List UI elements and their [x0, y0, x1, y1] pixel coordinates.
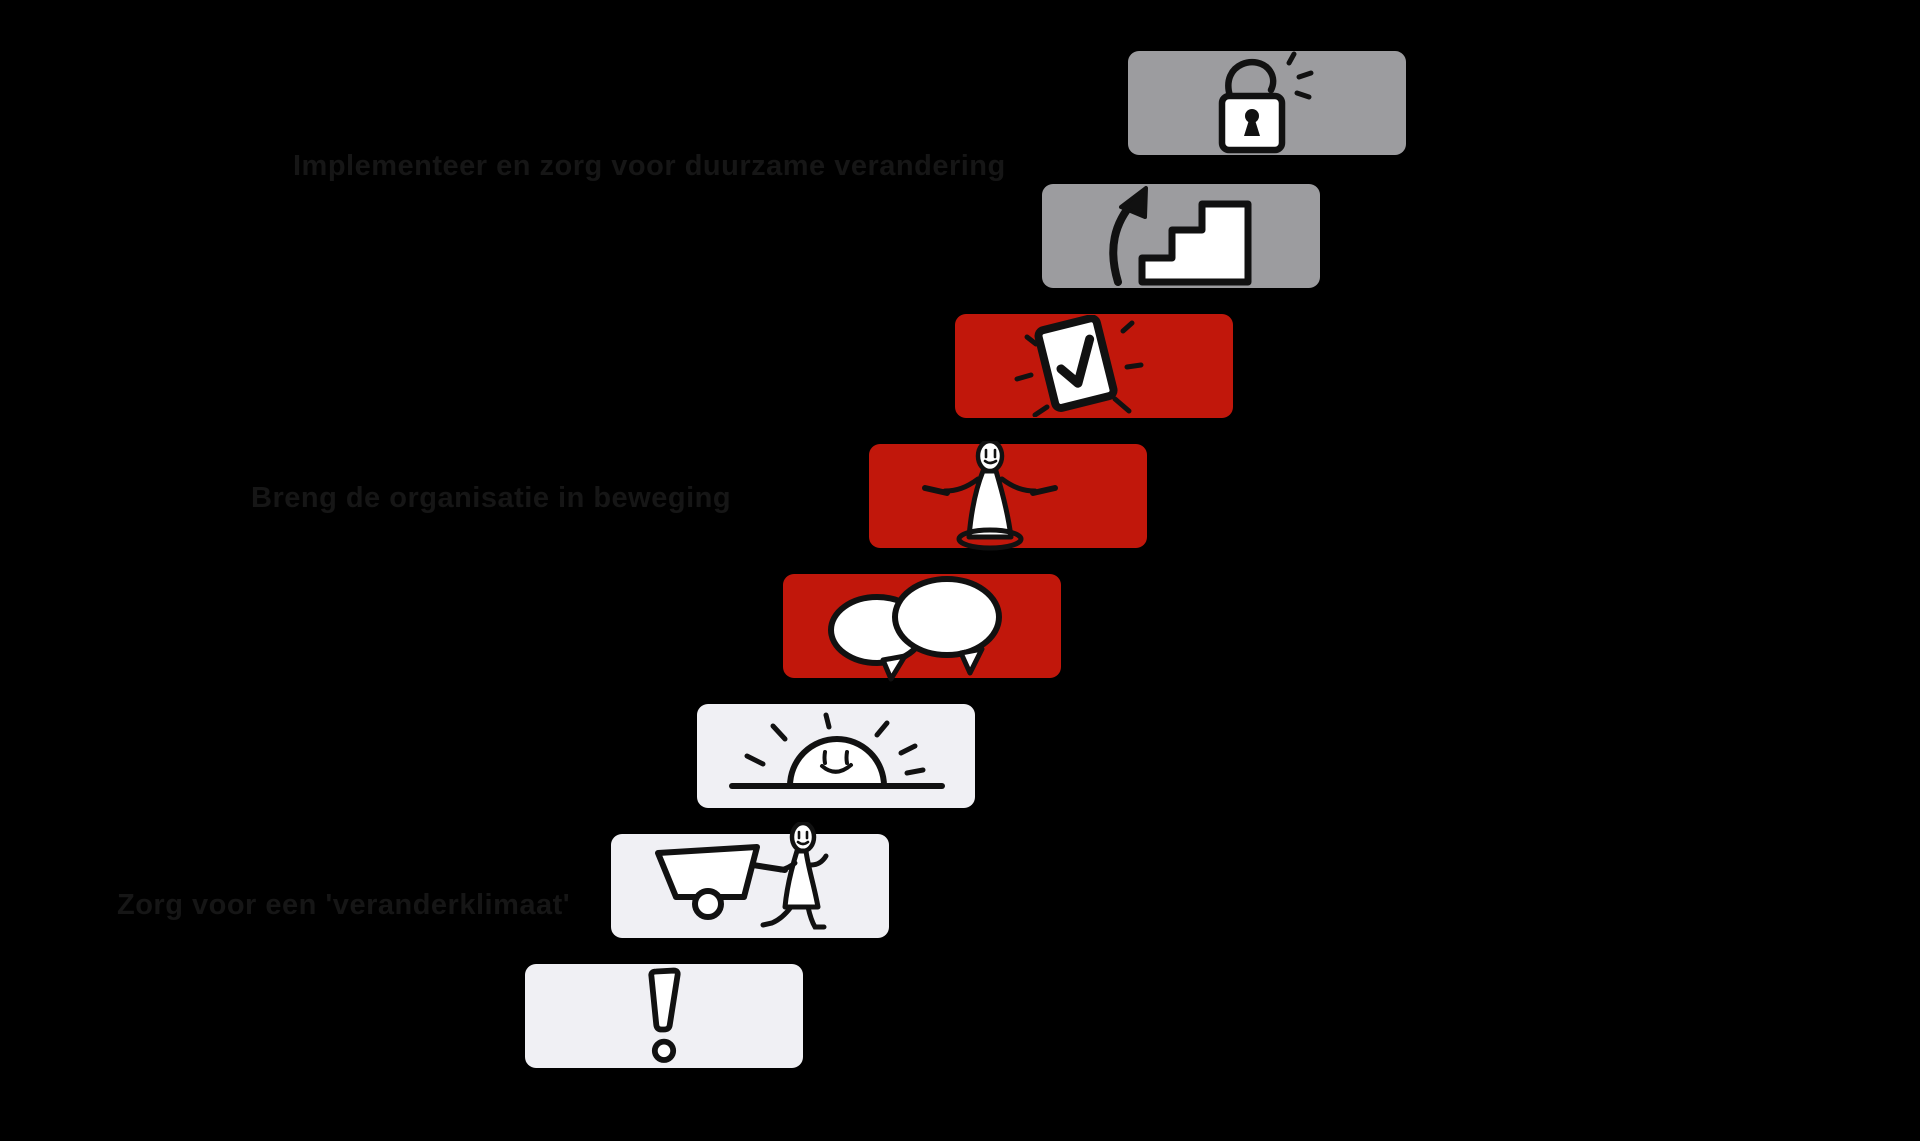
- person-pushing-cart-icon: [655, 822, 829, 930]
- step-2-team: [611, 822, 889, 938]
- stairs-up-arrow-icon: [1109, 186, 1252, 286]
- group-label-climate: Zorg voor een 'veranderklimaat': [117, 889, 571, 921]
- step-8-anchor-change: [1128, 51, 1406, 155]
- checkbox-checked-icon: [1014, 315, 1144, 417]
- step-3-vision: [697, 704, 975, 808]
- step-6-quick-wins: [955, 314, 1233, 418]
- open-padlock-icon: [1218, 51, 1314, 154]
- shrugging-person-icon: [922, 441, 1058, 551]
- step-1-urgency: [525, 964, 803, 1068]
- group-label-engage: Breng de organisatie in beweging: [251, 482, 732, 514]
- step-4-communicate: [783, 574, 1061, 682]
- speech-bubbles-icon: [828, 576, 1002, 682]
- exclamation-icon: [648, 967, 681, 1063]
- step-7-keep-momentum: [1042, 184, 1320, 288]
- group-label-implement: Implementeer en zorg voor duurzame veran…: [293, 150, 1006, 182]
- step-5-empower: [869, 441, 1147, 551]
- rising-sun-icon: [728, 712, 945, 789]
